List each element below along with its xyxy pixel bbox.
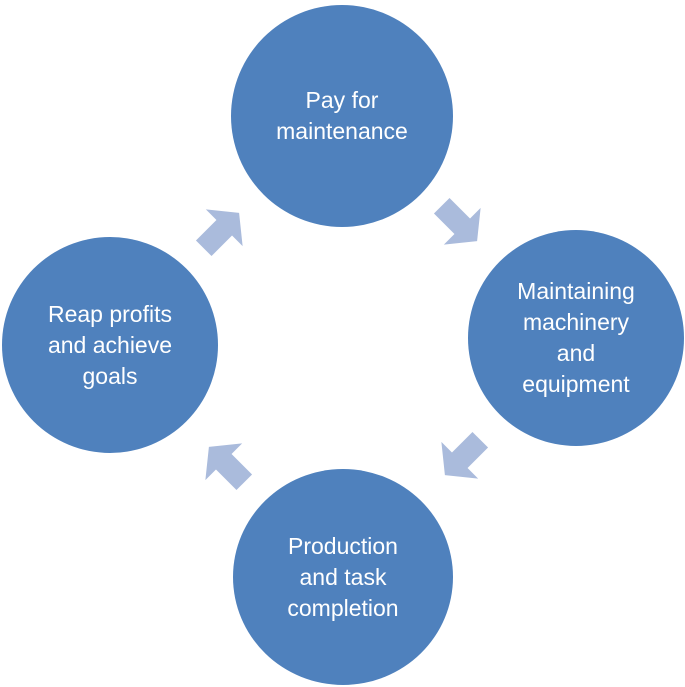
arrow-bottom-to-left [205,443,253,491]
node-maintaining-machinery: Maintaining machinery and equipment [468,230,684,446]
arrow-right-to-bottom [441,431,489,479]
node-label: Maintaining machinery and equipment [517,278,635,397]
arrow-left-to-top [195,209,243,257]
node-reap-profits: Reap profits and achieve goals [2,237,218,453]
node-label: Production and task completion [287,532,399,621]
node-label: Reap profits and achieve goals [47,300,173,389]
arrow-top-to-right [433,197,481,245]
node-pay-for-maintenance: Pay for maintenance [231,5,453,227]
node-label: Pay for maintenance [276,87,408,144]
node-production-task-completion: Production and task completion [233,469,453,685]
